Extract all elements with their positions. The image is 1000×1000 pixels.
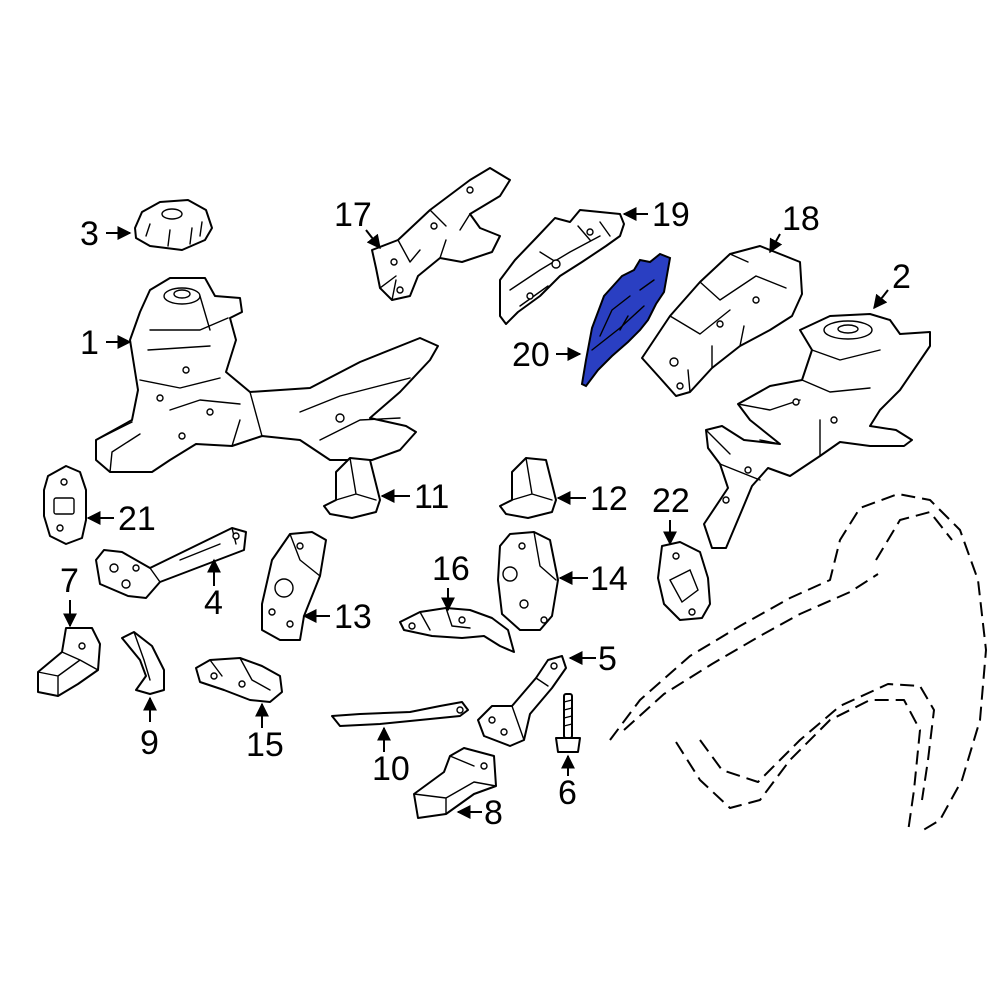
part-6-bolt[interactable] xyxy=(555,693,581,753)
callout-10: 10 xyxy=(372,750,410,788)
part-21-plate[interactable] xyxy=(43,465,87,545)
part-3-strut-mount[interactable] xyxy=(134,199,213,251)
part-17-upper-rail[interactable] xyxy=(371,167,511,301)
callout-labels: 1 2 3 4 5 6 7 8 9 10 11 12 13 14 15 16 1… xyxy=(60,196,911,832)
leader-lines xyxy=(63,207,889,819)
part-10-strip[interactable] xyxy=(331,701,469,727)
part-19-apron-panel[interactable] xyxy=(499,209,625,325)
part-11-bracket[interactable] xyxy=(323,457,381,519)
part-18-inner-rail[interactable] xyxy=(641,245,803,397)
part-9-curved-bracket[interactable] xyxy=(121,631,165,695)
callout-4: 4 xyxy=(204,584,223,622)
part-20-highlighted-reinforcement[interactable] xyxy=(580,252,672,388)
callout-12: 12 xyxy=(590,480,628,518)
part-5-cross-member[interactable] xyxy=(477,655,567,747)
callout-21: 21 xyxy=(118,500,156,538)
leader-17 xyxy=(365,229,381,250)
part-13-bracket[interactable] xyxy=(261,531,327,641)
part-2-frame-rail-right[interactable] xyxy=(703,313,931,549)
part-1-frame-rail-left[interactable] xyxy=(95,277,439,473)
leader-18 xyxy=(769,233,783,254)
part-14-bracket[interactable] xyxy=(497,531,559,631)
leader-2 xyxy=(873,289,889,310)
callout-1: 1 xyxy=(80,324,99,362)
callout-3: 3 xyxy=(80,215,99,253)
callout-8: 8 xyxy=(484,794,503,832)
part-12-bracket[interactable] xyxy=(499,457,557,519)
callout-14: 14 xyxy=(590,560,628,598)
part-4-cross-member[interactable] xyxy=(95,527,247,599)
callout-6: 6 xyxy=(558,774,577,812)
part-7-box-member[interactable] xyxy=(37,627,101,697)
callout-7: 7 xyxy=(60,562,79,600)
part-8-box-member[interactable] xyxy=(413,747,497,819)
callout-19: 19 xyxy=(652,196,690,234)
callout-16: 16 xyxy=(432,550,470,588)
fender-outline xyxy=(609,493,987,833)
callout-17: 17 xyxy=(334,196,372,234)
callout-2: 2 xyxy=(892,258,911,296)
part-22-plate[interactable] xyxy=(657,541,711,621)
callout-5: 5 xyxy=(598,640,617,678)
callout-20: 20 xyxy=(512,336,550,374)
callout-9: 9 xyxy=(140,724,159,762)
part-15-bracket[interactable] xyxy=(195,657,283,703)
part-16-bracket[interactable] xyxy=(399,607,515,653)
callout-15: 15 xyxy=(246,726,284,764)
callout-11: 11 xyxy=(414,478,449,516)
callout-18: 18 xyxy=(782,200,820,238)
callout-13: 13 xyxy=(334,598,372,636)
callout-22: 22 xyxy=(652,482,690,520)
